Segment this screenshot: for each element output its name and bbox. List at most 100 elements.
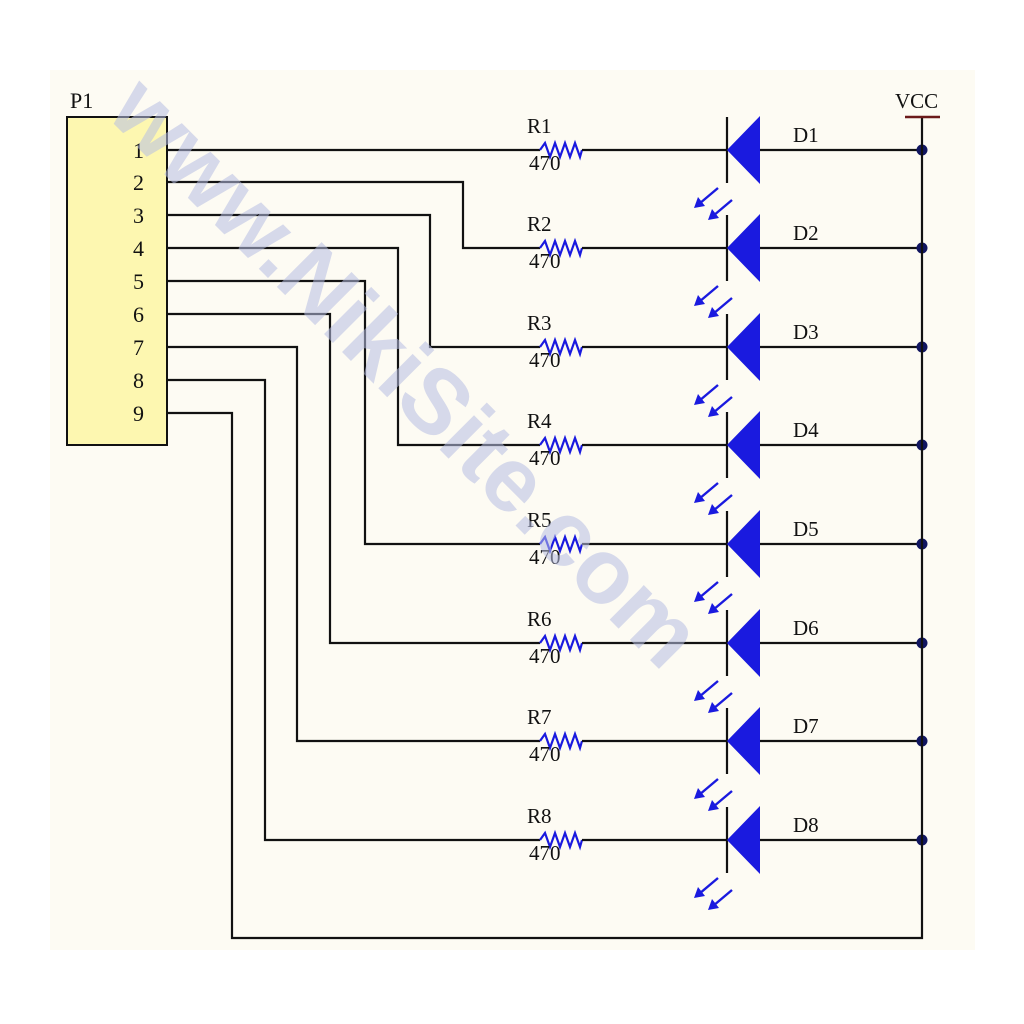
light-arrow [712,790,733,808]
diode-triangle [727,313,760,381]
resistor-designator: R7 [527,705,552,729]
wire [167,378,540,842]
light-arrowhead [708,899,719,910]
resistor-symbol [539,533,584,555]
common-return-wire [167,117,924,940]
pin-number-label: 7 [133,335,144,360]
diode-triangle [727,214,760,282]
led-channel [167,345,928,811]
light-arrowhead [708,702,719,713]
diode-triangle [727,116,760,184]
led-designator: D5 [793,517,819,541]
wire [167,180,540,250]
light-arrow [712,494,733,512]
light-arrow [712,889,733,907]
resistor-value: 470 [529,446,561,470]
light-arrow [698,187,719,205]
resistor-symbol [539,730,584,752]
light-arrow [712,396,733,414]
resistor-symbol [539,434,584,456]
led-channel [167,312,928,713]
led-designator: D6 [793,616,819,640]
light-arrow [698,877,719,895]
led-channel [167,180,928,318]
light-arrowhead [708,800,719,811]
resistor-designator: R5 [527,508,552,532]
vcc-label: VCC [895,89,938,113]
led-designator: D7 [793,714,819,738]
diode-triangle [727,806,760,874]
pin-number-label: 5 [133,269,144,294]
resistor-value: 470 [529,742,561,766]
led-designator: D2 [793,221,819,245]
light-arrow [698,482,719,500]
led-designator: D3 [793,320,819,344]
light-arrowhead [694,690,705,701]
light-arrowhead [708,307,719,318]
light-arrow [698,285,719,303]
connector-label: P1 [70,88,93,113]
light-arrowhead [694,492,705,503]
light-arrowhead [694,887,705,898]
diode-triangle [727,510,760,578]
wire [167,213,540,349]
led-designator: D4 [793,418,819,442]
light-arrow [698,384,719,402]
resistor-value: 470 [529,151,561,175]
light-arrow [698,680,719,698]
resistor-value: 470 [529,545,561,569]
wire [167,279,540,546]
light-arrowhead [708,406,719,417]
resistor-designator: R3 [527,311,552,335]
led-designator: D8 [793,813,819,837]
light-arrowhead [694,295,705,306]
pin-number-label: 1 [133,138,144,163]
resistor-value: 470 [529,841,561,865]
light-arrowhead [708,603,719,614]
resistor-symbol [539,139,584,161]
resistor-symbol [539,829,584,851]
light-arrow [698,778,719,796]
resistor-designator: R6 [527,607,552,631]
light-arrow [698,581,719,599]
pin-number-label: 4 [133,236,144,261]
resistor-value: 470 [529,249,561,273]
light-arrowhead [694,591,705,602]
pin-number-label: 2 [133,170,144,195]
pin-number-label: 9 [133,401,144,426]
wire [167,312,540,645]
pin-number-label: 3 [133,203,144,228]
resistor-designator: R2 [527,212,552,236]
light-arrowhead [694,394,705,405]
diode-triangle [727,609,760,677]
resistor-designator: R1 [527,114,552,138]
led-channel [167,378,928,910]
pin-number-label: 8 [133,368,144,393]
resistor-value: 470 [529,644,561,668]
schematic-background [50,70,975,950]
light-arrow [712,297,733,315]
led-channel [167,246,928,515]
light-arrow [712,593,733,611]
resistor-designator: R8 [527,804,552,828]
led-channel [167,213,928,417]
resistor-symbol [539,336,584,358]
resistor-designator: R4 [527,409,552,433]
resistor-symbol [539,632,584,654]
pin-number-label: 6 [133,302,144,327]
led-channel [167,279,928,614]
led-designator: D1 [793,123,819,147]
wire [167,246,540,447]
led-channel [167,116,928,220]
diode-triangle [727,707,760,775]
light-arrowhead [708,209,719,220]
connector-p1-body [66,116,168,446]
light-arrow [712,199,733,217]
wire [167,345,540,743]
resistor-value: 470 [529,348,561,372]
diode-triangle [727,411,760,479]
light-arrow [712,692,733,710]
resistor-symbol [539,237,584,259]
light-arrowhead [708,504,719,515]
